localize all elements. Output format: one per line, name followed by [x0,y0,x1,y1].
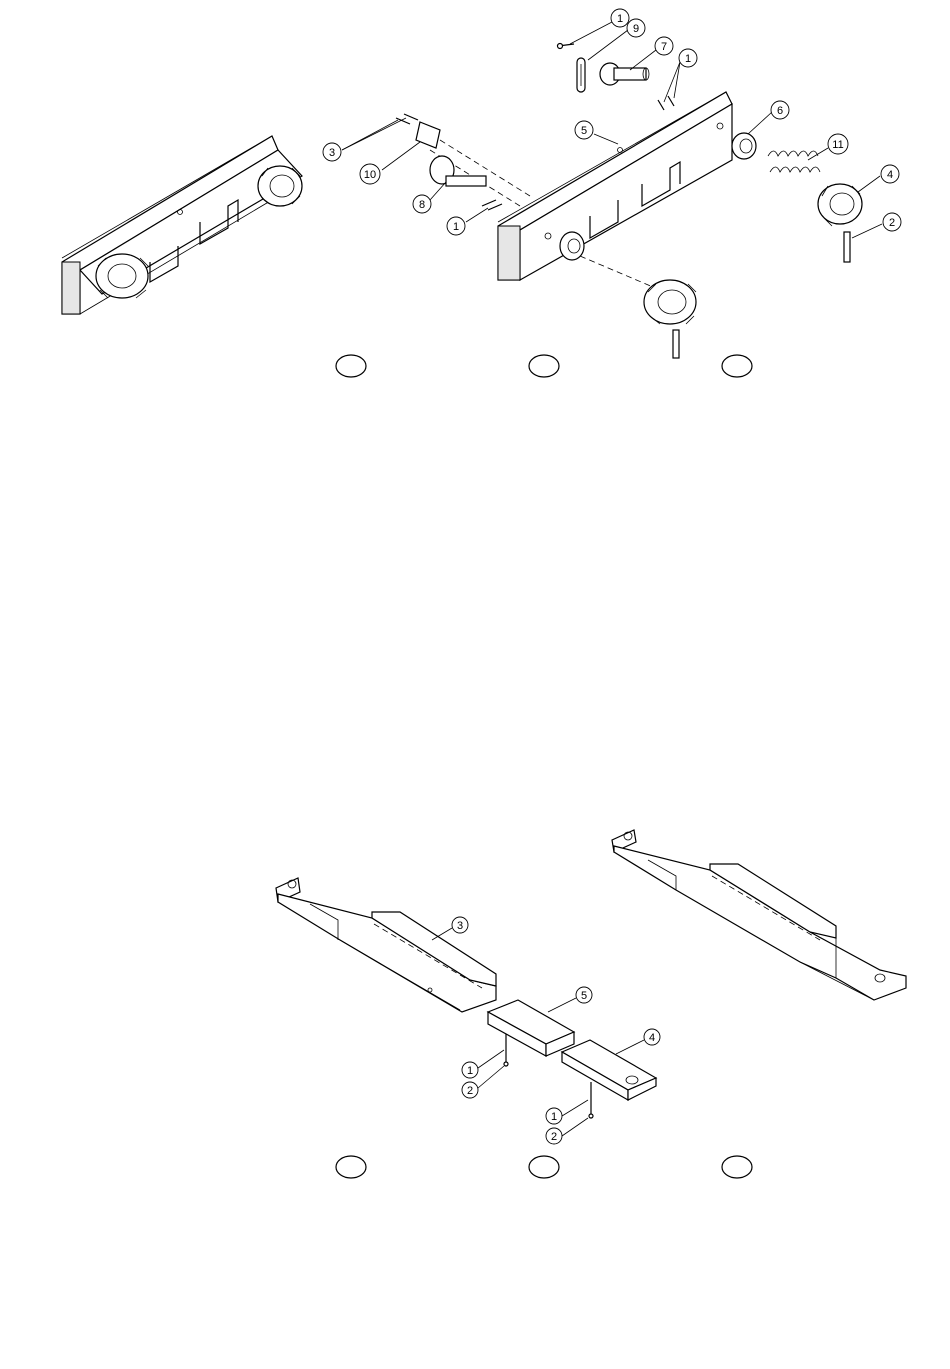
callout-b5-label: 5 [581,990,587,1002]
screws-1b [658,96,674,110]
callout-b2a: 2 [462,1082,478,1098]
callout-b3: 3 [452,917,468,933]
callout-7: 7 [655,37,673,55]
rail-assembly-exploded [276,878,496,1012]
callout-9: 9 [627,19,645,37]
step-marker-2-top [529,355,559,377]
callout-b1a: 1 [462,1062,478,1078]
callout-b2b: 2 [546,1128,562,1144]
rail-assembly-complete [612,830,906,1000]
step-marker-2-bottom [529,1156,559,1178]
callout-8-label: 8 [419,199,425,211]
callout-2: 2 [883,213,901,231]
part-5-sleeve [488,1000,574,1056]
callout-3: 3 [323,143,341,161]
left-assembled-bracket [62,136,302,314]
callout-b1b: 1 [546,1108,562,1124]
part-4-endpiece [562,1040,656,1100]
callout-1b: 1 [679,49,697,67]
part-10-latch [416,122,440,148]
callout-5: 5 [575,121,593,139]
part-8-bushing [430,156,486,186]
part-2-pin [844,232,850,262]
callout-7-label: 7 [661,41,667,53]
knob-left [96,254,148,298]
callout-b1a-label: 1 [467,1065,473,1077]
callout-b5: 5 [576,987,592,1003]
callout-b2a-label: 2 [467,1085,473,1097]
bottom-diagram: 3 5 4 1 2 1 2 [276,830,906,1178]
screws-bottom-b [589,1082,593,1118]
part-7-shaft [600,63,649,85]
callout-10: 10 [360,164,380,184]
part-6-bushing [732,133,756,159]
callout-4: 4 [881,165,899,183]
part-3-screws [396,114,418,124]
callout-b2b-label: 2 [551,1131,557,1143]
screw-1a [558,44,575,49]
callout-1a-label: 1 [617,13,623,25]
knob-exploded [644,280,696,358]
callout-1c: 1 [447,217,465,235]
callout-4-label: 4 [887,169,893,181]
screws-1c [482,200,502,210]
top-diagram: 1 9 7 1 3 5 6 11 [62,9,901,377]
callout-10-label: 10 [364,169,376,181]
callout-1b-label: 1 [685,53,691,65]
step-marker-1-top [336,355,366,377]
callout-8: 8 [413,195,431,213]
callout-1a: 1 [611,9,629,27]
part-11-spring [768,151,820,172]
knob-right [258,166,302,206]
callout-1c-label: 1 [453,221,459,233]
part-4-knob [818,184,862,226]
callout-11-label: 11 [832,139,843,151]
callout-3-label: 3 [329,147,335,159]
callout-6-label: 6 [777,105,783,117]
step-marker-3-bottom [722,1156,752,1178]
callout-b1b-label: 1 [551,1111,557,1123]
callout-b4: 4 [644,1029,660,1045]
callout-5-label: 5 [581,125,587,137]
callout-11: 11 [828,134,848,154]
step-marker-3-top [722,355,752,377]
callout-b4-label: 4 [649,1032,655,1044]
callout-2-label: 2 [889,217,895,229]
step-marker-1-bottom [336,1156,366,1178]
callout-6: 6 [771,101,789,119]
callout-9-label: 9 [633,23,639,35]
screws-bottom-a [504,1034,508,1066]
part-9-clip [577,58,585,92]
callout-b3-label: 3 [457,920,463,932]
